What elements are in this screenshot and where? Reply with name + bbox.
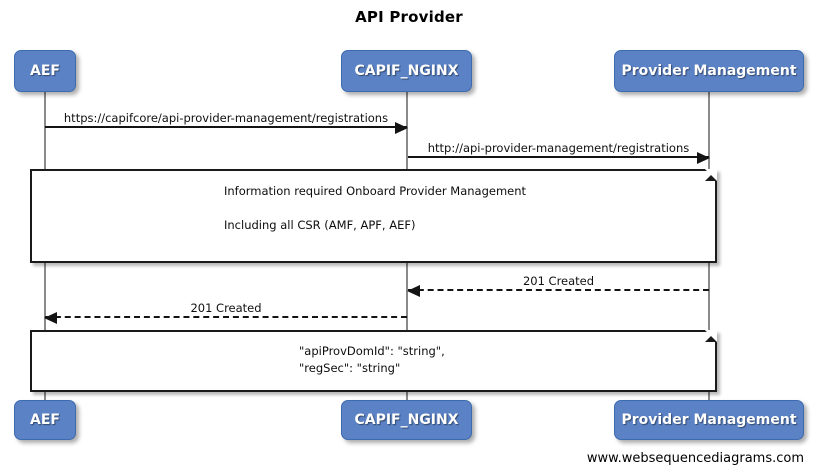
arrow-head-icon xyxy=(395,122,408,134)
message-aef-to-capif-nginx: https://capifcore/api-provider-managemen… xyxy=(45,104,408,134)
participant-label: CAPIF_NGINX xyxy=(354,63,459,79)
participant-aef-top[interactable]: AEF xyxy=(14,50,76,92)
message-label: 201 Created xyxy=(522,274,595,288)
message-provider-management-to-capif-nginx: 201 Created xyxy=(407,267,709,297)
message-line xyxy=(45,126,407,128)
note-fold-inner-icon xyxy=(705,169,717,181)
participant-label: Provider Management xyxy=(621,63,797,79)
arrow-head-icon xyxy=(407,285,420,297)
participant-label: CAPIF_NGINX xyxy=(354,412,459,428)
participant-label: AEF xyxy=(30,63,60,79)
note-line-1: Information required Onboard Provider Ma… xyxy=(224,184,527,198)
message-label: 201 Created xyxy=(190,301,262,315)
arrow-head-icon xyxy=(44,312,57,324)
note-line-2: Including all CSR (AMF, APF, AEF) xyxy=(224,218,416,232)
participant-provider-management-top[interactable]: Provider Management xyxy=(614,50,804,92)
participant-aef-bottom[interactable]: AEF xyxy=(14,400,76,440)
message-label: http://api-provider-management/registrat… xyxy=(427,141,690,155)
participant-capif-nginx-top[interactable]: CAPIF_NGINX xyxy=(341,50,472,92)
message-line xyxy=(408,156,709,158)
message-capif-nginx-to-aef: 201 Created xyxy=(44,294,407,324)
participant-label: Provider Management xyxy=(621,412,797,428)
note-response-payload: "apiProvDomId": "string", "regSec": "str… xyxy=(30,330,717,392)
participant-label: AEF xyxy=(30,412,60,428)
page-title: API Provider xyxy=(355,8,463,26)
note-line-1: "apiProvDomId": "string", xyxy=(299,344,445,358)
message-capif-nginx-to-provider-management: http://api-provider-management/registrat… xyxy=(408,134,710,164)
footer-attribution: www.websequencediagrams.com xyxy=(586,451,804,466)
arrow-head-icon xyxy=(697,152,710,164)
message-line xyxy=(408,289,709,291)
participant-provider-management-bottom[interactable]: Provider Management xyxy=(614,400,804,440)
message-line xyxy=(45,316,407,318)
message-label: https://capifcore/api-provider-managemen… xyxy=(63,111,389,125)
note-line-2: "regSec": "string" xyxy=(299,361,401,375)
note-onboard-requirements: Information required Onboard Provider Ma… xyxy=(30,169,717,263)
participant-capif-nginx-bottom[interactable]: CAPIF_NGINX xyxy=(341,400,472,440)
note-fold-inner-icon xyxy=(705,330,717,342)
